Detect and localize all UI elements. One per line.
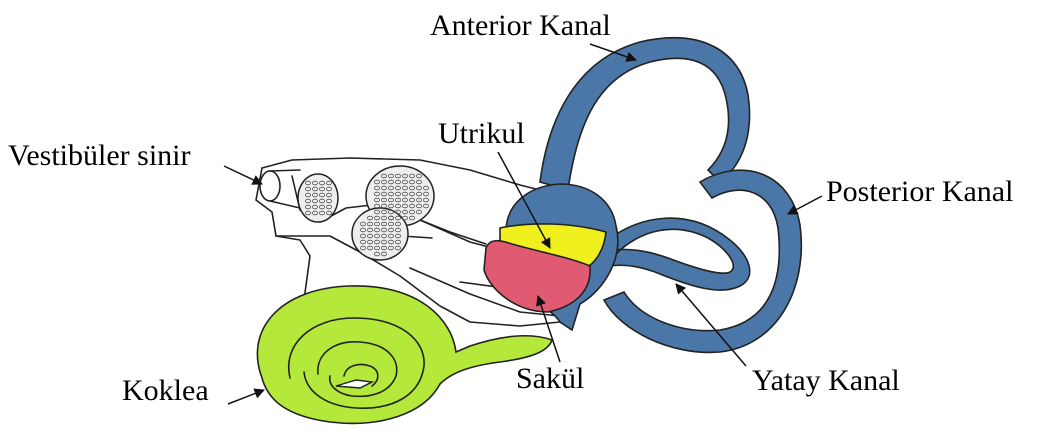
ganglion-bundle-bottom — [352, 208, 408, 260]
label-koklea: Koklea — [122, 374, 209, 407]
cochlea — [257, 286, 552, 423]
label-anterior-kanal: Anterior Kanal — [430, 9, 611, 42]
leader-yatay — [676, 284, 746, 366]
label-utrikul: Utrikul — [438, 117, 525, 150]
ganglion-bundles — [298, 166, 434, 260]
label-yatay-kanal: Yatay Kanal — [752, 364, 900, 397]
label-vestibuler-sinir: Vestibüler sinir — [8, 139, 190, 172]
label-sakul: Sakül — [516, 362, 584, 395]
ganglion-bundle-left — [298, 174, 338, 222]
label-posterior-kanal: Posterior Kanal — [826, 175, 1013, 208]
leader-koklea — [228, 390, 264, 404]
leader-vestibuler — [224, 166, 262, 184]
cochlea-outer — [257, 286, 552, 423]
anterior-canal — [540, 38, 750, 190]
